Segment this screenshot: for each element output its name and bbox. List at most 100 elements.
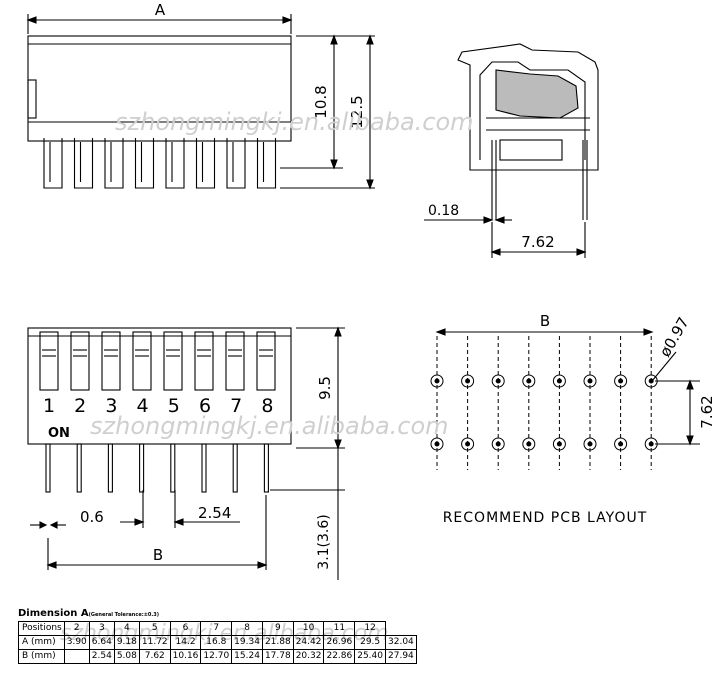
table-header-cell: 6 bbox=[169, 621, 202, 636]
switch-number-label: 7 bbox=[230, 395, 242, 417]
table-cell: 29.5 bbox=[354, 635, 386, 650]
table-header-cell: 4 bbox=[113, 621, 140, 636]
switch-slot bbox=[194, 331, 214, 391]
pin bbox=[201, 443, 207, 493]
switch-number-label: 1 bbox=[43, 395, 55, 417]
table-cell: 20.32 bbox=[292, 649, 325, 664]
dimension-table-section: Dimension A(General Tolerance:±0.3) Posi… bbox=[18, 606, 417, 664]
pcb-hole bbox=[522, 374, 536, 388]
table-cell: 9.18 bbox=[113, 635, 140, 650]
dim-12-5-label: 12.5 bbox=[348, 95, 366, 128]
table-row-label: A (mm) bbox=[18, 635, 65, 650]
dim-10-8-label: 10.8 bbox=[312, 85, 330, 118]
pcb-hole bbox=[583, 437, 597, 451]
table-cell: 7.62 bbox=[138, 649, 171, 664]
dimension-table-title: Dimension A(General Tolerance:±0.3) bbox=[18, 608, 160, 619]
pin bbox=[76, 443, 82, 493]
pcb-hole bbox=[491, 437, 505, 451]
dim-0-18-label: 0.18 bbox=[428, 203, 459, 219]
table-cell: 10.16 bbox=[169, 649, 202, 664]
cross-section-view bbox=[424, 43, 599, 258]
pcb-hole bbox=[614, 437, 628, 451]
table-cell: 16.8 bbox=[200, 635, 233, 650]
side-view bbox=[26, 14, 375, 190]
pin bbox=[139, 443, 145, 493]
pcb-hole bbox=[614, 374, 628, 388]
pcb-hole bbox=[552, 437, 566, 451]
table-header-cell: 5 bbox=[138, 621, 171, 636]
side-tab bbox=[73, 138, 94, 189]
table-header-cell: 2 bbox=[63, 621, 90, 636]
switch-slot bbox=[256, 331, 276, 391]
table-header-cell: Positions bbox=[18, 621, 65, 636]
pcb-hole bbox=[461, 374, 475, 388]
table-cell: 21.88 bbox=[261, 635, 294, 650]
dim-7-62-pcb-label: 7.62 bbox=[698, 395, 716, 428]
side-tab bbox=[104, 138, 124, 189]
dim-0-6-label: 0.6 bbox=[80, 508, 104, 526]
table-cell: 25.40 bbox=[354, 649, 386, 664]
table-cell: 27.94 bbox=[385, 649, 417, 664]
switch-number-label: 8 bbox=[261, 395, 273, 417]
switch-number-label: 6 bbox=[199, 395, 211, 417]
table-cell: 14.2 bbox=[169, 635, 202, 650]
dim-b-pcb-label: B bbox=[540, 312, 550, 330]
side-tab bbox=[195, 138, 216, 189]
table-header-cell: 11 bbox=[323, 621, 356, 636]
switch-number-label: 3 bbox=[105, 395, 117, 417]
table-cell: 15.24 bbox=[231, 649, 263, 664]
table-cell: 6.64 bbox=[88, 635, 115, 650]
table-cell: 22.86 bbox=[323, 649, 356, 664]
watermark-2: szhongmingkj.en.alibaba.com bbox=[90, 412, 449, 440]
table-row-label: B (mm) bbox=[18, 649, 65, 664]
dim-b-front-label: B bbox=[153, 546, 163, 564]
table-header-cell: 7 bbox=[200, 621, 233, 636]
table-cell: 5.08 bbox=[113, 649, 140, 664]
watermark-1: szhongmingkj.en.alibaba.com bbox=[115, 108, 474, 136]
table-cell: 12.70 bbox=[200, 649, 233, 664]
pcb-hole bbox=[552, 374, 566, 388]
pcb-hole bbox=[583, 374, 597, 388]
switch-number-label: 5 bbox=[168, 395, 180, 417]
switch-number-label: 4 bbox=[137, 395, 149, 417]
front-view bbox=[27, 326, 345, 580]
table-cell: 19.34 bbox=[231, 635, 263, 650]
pcb-hole bbox=[491, 374, 505, 388]
pin bbox=[263, 443, 269, 493]
table-cell bbox=[63, 649, 90, 664]
dim-3-1-label: 3.1(3.6) bbox=[316, 514, 332, 569]
pcb-hole bbox=[430, 374, 444, 388]
pin bbox=[170, 443, 176, 493]
table-header-cell: 8 bbox=[231, 621, 263, 636]
table-cell: 26.96 bbox=[323, 635, 356, 650]
pin bbox=[107, 443, 113, 493]
dim-2-54-label: 2.54 bbox=[198, 504, 231, 522]
table-header-cell: 10 bbox=[292, 621, 325, 636]
pcb-hole bbox=[430, 437, 444, 451]
dim-9-5-label: 9.5 bbox=[316, 376, 334, 400]
side-tab bbox=[226, 138, 246, 189]
pcb-hole bbox=[461, 437, 475, 451]
table-cell: 17.78 bbox=[261, 649, 294, 664]
tolerance-note: (General Tolerance:±0.3) bbox=[88, 612, 160, 618]
dim-a-label: A bbox=[155, 1, 166, 19]
dim-hole-dia-label: ø0.97 bbox=[656, 314, 693, 360]
table-cell: 2.54 bbox=[88, 649, 115, 664]
on-label: ON bbox=[48, 426, 70, 441]
switch-slot bbox=[101, 331, 121, 391]
side-tab bbox=[134, 138, 155, 189]
switch-slot bbox=[39, 331, 59, 391]
pcb-caption: RECOMMEND PCB LAYOUT bbox=[443, 510, 648, 526]
table-cell: 32.04 bbox=[385, 635, 417, 650]
table-header-cell: 3 bbox=[88, 621, 115, 636]
switch-slot bbox=[225, 331, 245, 391]
side-tab bbox=[43, 138, 63, 189]
table-header-cell: 12 bbox=[354, 621, 386, 636]
switch-slot bbox=[70, 331, 90, 391]
dim-7-62-section-label: 7.62 bbox=[521, 233, 554, 251]
table-cell: 11.72 bbox=[138, 635, 171, 650]
table-cell: 3.90 bbox=[63, 635, 90, 650]
